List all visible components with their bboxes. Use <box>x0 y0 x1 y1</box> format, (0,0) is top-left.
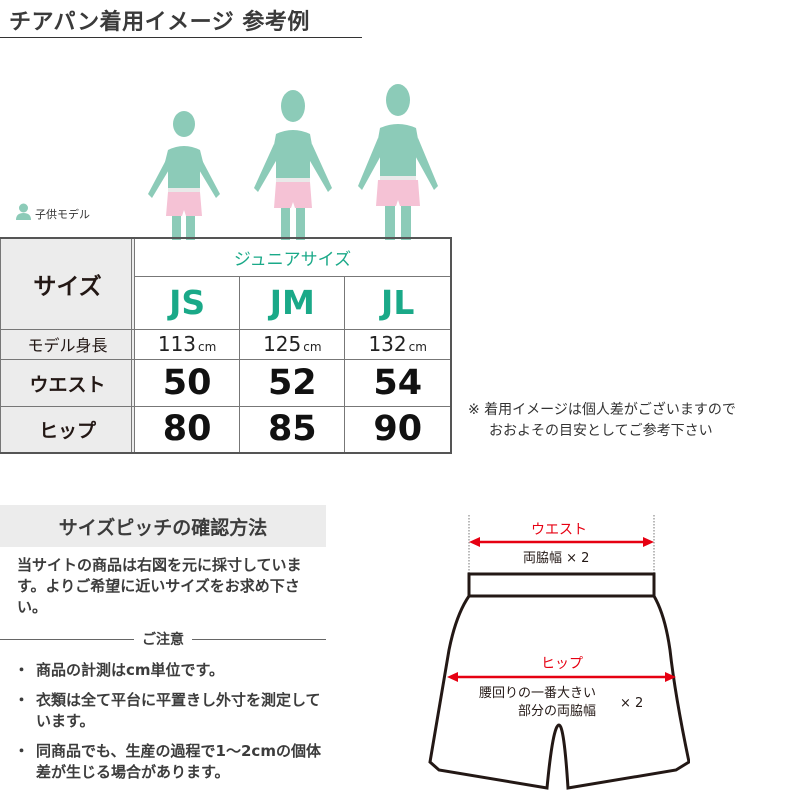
divider-line <box>0 638 134 640</box>
model-figure-jm <box>250 88 334 240</box>
hip-measure-label: ヒップ <box>541 656 583 672</box>
waist-js: 50 <box>133 359 241 407</box>
model-figure-js <box>142 110 226 240</box>
hip-measure-desc-2: 部分の両脇幅 <box>518 704 597 719</box>
caution-item: 商品の計測はcm単位です。 <box>14 660 328 681</box>
caution-item: 衣類は全て平台に平置きし外寸を測定しています。 <box>14 690 328 732</box>
caution-item: 同商品でも、生産の過程で1〜2cmの個体差が生じる場合があります。 <box>14 741 328 783</box>
measurement-diagram: ウエスト 両脇幅 × 2 ヒップ 腰回りの一番大きい 部分の両脇幅 × 2 <box>420 505 691 800</box>
fit-note: ※ 着用イメージは個人差がございますので おおよその目安としてご参考下さい <box>468 400 736 442</box>
page-title: チアパン着用イメージ 参考例 <box>9 10 310 35</box>
legend-label: 子供モデル <box>35 207 90 221</box>
model-height-label: モデル身長 <box>0 328 135 361</box>
waist-jl: 54 <box>344 359 452 407</box>
hip-multiplier: × 2 <box>620 696 644 711</box>
hip-measure-desc-1: 腰回りの一番大きい <box>479 686 597 701</box>
hip-js: 80 <box>133 405 241 454</box>
waist-measure-desc: 両脇幅 × 2 <box>523 551 590 566</box>
person-icon <box>15 203 32 224</box>
note-line-1: ※ 着用イメージは個人差がございますので <box>468 402 736 418</box>
junior-size-label: ジュニアサイズ <box>134 237 452 277</box>
legend-child-model: 子供モデル <box>15 203 90 224</box>
caution-divider: ご注意 <box>0 629 326 649</box>
size-jm: JM <box>239 275 346 330</box>
note-line-2: おおよその目安としてご参考下さい <box>489 423 713 439</box>
waist-measure-label: ウエスト <box>531 522 587 538</box>
waist-jm: 52 <box>239 359 346 407</box>
waist-label: ウエスト <box>0 359 135 407</box>
divider-line <box>192 638 326 640</box>
model-figure-jl <box>352 82 442 240</box>
shorts-outline-icon <box>428 515 691 790</box>
size-pitch-intro: 当サイトの商品は右図を元に採寸しています。よりご希望に近いサイズをお求め下さい。 <box>17 556 302 616</box>
size-js: JS <box>133 275 241 330</box>
hip-label: ヒップ <box>0 405 135 454</box>
caution-list: 商品の計測はcm単位です。 衣類は全て平台に平置きし外寸を測定しています。 同商… <box>14 660 328 792</box>
hip-jm: 85 <box>239 405 346 454</box>
title-divider <box>0 37 362 38</box>
size-header: サイズ <box>0 237 135 330</box>
caution-label: ご注意 <box>142 632 184 648</box>
size-jl: JL <box>344 275 452 330</box>
size-pitch-heading: サイズピッチの確認方法 <box>0 505 326 547</box>
hip-jl: 90 <box>344 405 452 454</box>
